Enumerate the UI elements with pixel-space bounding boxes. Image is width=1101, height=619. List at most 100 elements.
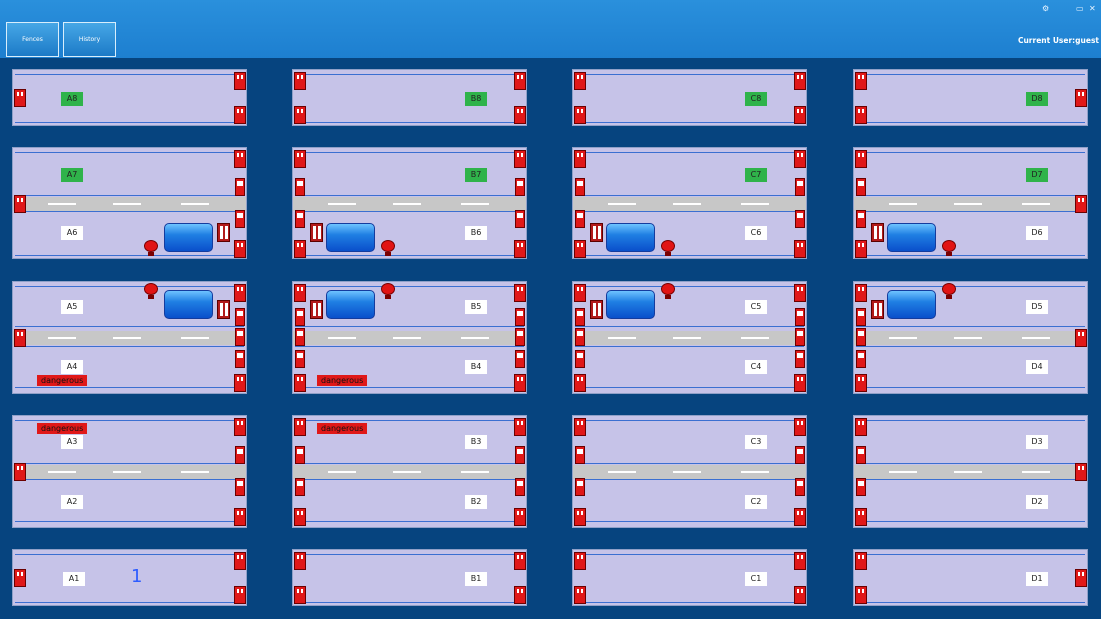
fence-block-D7-D6[interactable]: D7 D6	[853, 147, 1088, 259]
sensor-icon[interactable]	[294, 552, 306, 570]
relay-icon[interactable]	[575, 210, 585, 228]
relay-icon[interactable]	[235, 478, 245, 496]
sensor-icon[interactable]	[294, 72, 306, 90]
sensor-icon[interactable]	[514, 72, 526, 90]
sensor-icon[interactable]	[794, 72, 806, 90]
fence-block-A8[interactable]: A8	[12, 69, 247, 126]
car-icon[interactable]	[326, 290, 375, 319]
sensor-icon[interactable]	[1075, 89, 1087, 107]
sensor-icon[interactable]	[234, 150, 246, 168]
relay-icon[interactable]	[515, 328, 525, 346]
sensor-icon[interactable]	[794, 552, 806, 570]
sensor-icon[interactable]	[234, 418, 246, 436]
sensor-icon[interactable]	[574, 374, 586, 392]
fence-block-B1[interactable]: B1	[292, 549, 527, 606]
zone-label[interactable]: D6	[1026, 226, 1048, 240]
sensor-icon[interactable]	[14, 463, 26, 481]
relay-icon[interactable]	[856, 308, 866, 326]
alarm-icon[interactable]	[144, 240, 158, 256]
fence-block-A7-A6[interactable]: A7 A6	[12, 147, 247, 259]
zone-label[interactable]: B4	[465, 360, 487, 374]
relay-icon[interactable]	[795, 350, 805, 368]
sensor-icon[interactable]	[794, 586, 806, 604]
zone-label[interactable]: B2	[465, 495, 487, 509]
sensor-icon[interactable]	[855, 150, 867, 168]
sensor-icon[interactable]	[294, 508, 306, 526]
fence-block-A1[interactable]: A1 1	[12, 549, 247, 606]
relay-icon[interactable]	[235, 178, 245, 196]
zone-label[interactable]: D2	[1026, 495, 1048, 509]
camera-icon[interactable]	[217, 223, 230, 242]
relay-icon[interactable]	[515, 350, 525, 368]
sensor-icon[interactable]	[794, 508, 806, 526]
fence-block-C8[interactable]: C8	[572, 69, 807, 126]
alarm-icon[interactable]	[942, 283, 956, 299]
relay-icon[interactable]	[515, 308, 525, 326]
sensor-icon[interactable]	[514, 418, 526, 436]
sensor-icon[interactable]	[234, 106, 246, 124]
relay-icon[interactable]	[235, 210, 245, 228]
sensor-icon[interactable]	[855, 240, 867, 258]
window-restore-icon[interactable]: ▭	[1076, 4, 1084, 13]
relay-icon[interactable]	[575, 446, 585, 464]
relay-icon[interactable]	[515, 210, 525, 228]
sensor-icon[interactable]	[294, 150, 306, 168]
sensor-icon[interactable]	[574, 240, 586, 258]
sensor-icon[interactable]	[234, 508, 246, 526]
relay-icon[interactable]	[575, 178, 585, 196]
sensor-icon[interactable]	[234, 240, 246, 258]
relay-icon[interactable]	[515, 178, 525, 196]
zone-label[interactable]: A2	[61, 495, 83, 509]
alarm-icon[interactable]	[942, 240, 956, 256]
zone-label[interactable]: C6	[745, 226, 767, 240]
relay-icon[interactable]	[295, 328, 305, 346]
alarm-icon[interactable]	[381, 283, 395, 299]
fence-block-C3-C2[interactable]: C3 C2	[572, 415, 807, 528]
sensor-icon[interactable]	[1075, 195, 1087, 213]
car-icon[interactable]	[887, 290, 936, 319]
relay-icon[interactable]	[856, 350, 866, 368]
relay-icon[interactable]	[295, 446, 305, 464]
relay-icon[interactable]	[515, 446, 525, 464]
camera-icon[interactable]	[310, 223, 323, 242]
relay-icon[interactable]	[795, 308, 805, 326]
sensor-icon[interactable]	[855, 106, 867, 124]
gear-icon[interactable]: ⚙	[1042, 4, 1050, 13]
fence-block-C1[interactable]: C1	[572, 549, 807, 606]
sensor-icon[interactable]	[234, 72, 246, 90]
zone-label[interactable]: C3	[745, 435, 767, 449]
alarm-icon[interactable]	[381, 240, 395, 256]
relay-icon[interactable]	[295, 308, 305, 326]
sensor-icon[interactable]	[294, 106, 306, 124]
sensor-icon[interactable]	[574, 508, 586, 526]
sensor-icon[interactable]	[234, 552, 246, 570]
sensor-icon[interactable]	[574, 552, 586, 570]
sensor-icon[interactable]	[514, 150, 526, 168]
sensor-icon[interactable]	[294, 240, 306, 258]
alarm-icon[interactable]	[661, 283, 675, 299]
zone-label[interactable]: C8	[745, 92, 767, 106]
relay-icon[interactable]	[235, 328, 245, 346]
relay-icon[interactable]	[295, 210, 305, 228]
relay-icon[interactable]	[235, 350, 245, 368]
sensor-icon[interactable]	[1075, 463, 1087, 481]
relay-icon[interactable]	[856, 478, 866, 496]
history-button[interactable]: History	[63, 22, 116, 57]
zone-label[interactable]: B8	[465, 92, 487, 106]
sensor-icon[interactable]	[855, 374, 867, 392]
sensor-icon[interactable]	[294, 284, 306, 302]
fence-block-B7-B6[interactable]: B7 B6	[292, 147, 527, 259]
zone-label[interactable]: C4	[745, 360, 767, 374]
fence-block-C5-C4[interactable]: C5 C4	[572, 281, 807, 394]
sensor-icon[interactable]	[855, 418, 867, 436]
zone-label[interactable]: A4	[61, 360, 83, 374]
sensor-icon[interactable]	[294, 418, 306, 436]
sensor-icon[interactable]	[574, 284, 586, 302]
fence-block-D3-D2[interactable]: D3 D2	[853, 415, 1088, 528]
relay-icon[interactable]	[795, 210, 805, 228]
sensor-icon[interactable]	[234, 284, 246, 302]
camera-icon[interactable]	[217, 300, 230, 319]
relay-icon[interactable]	[856, 446, 866, 464]
close-icon[interactable]: ✕	[1089, 4, 1096, 13]
zone-label[interactable]: C7	[745, 168, 767, 182]
